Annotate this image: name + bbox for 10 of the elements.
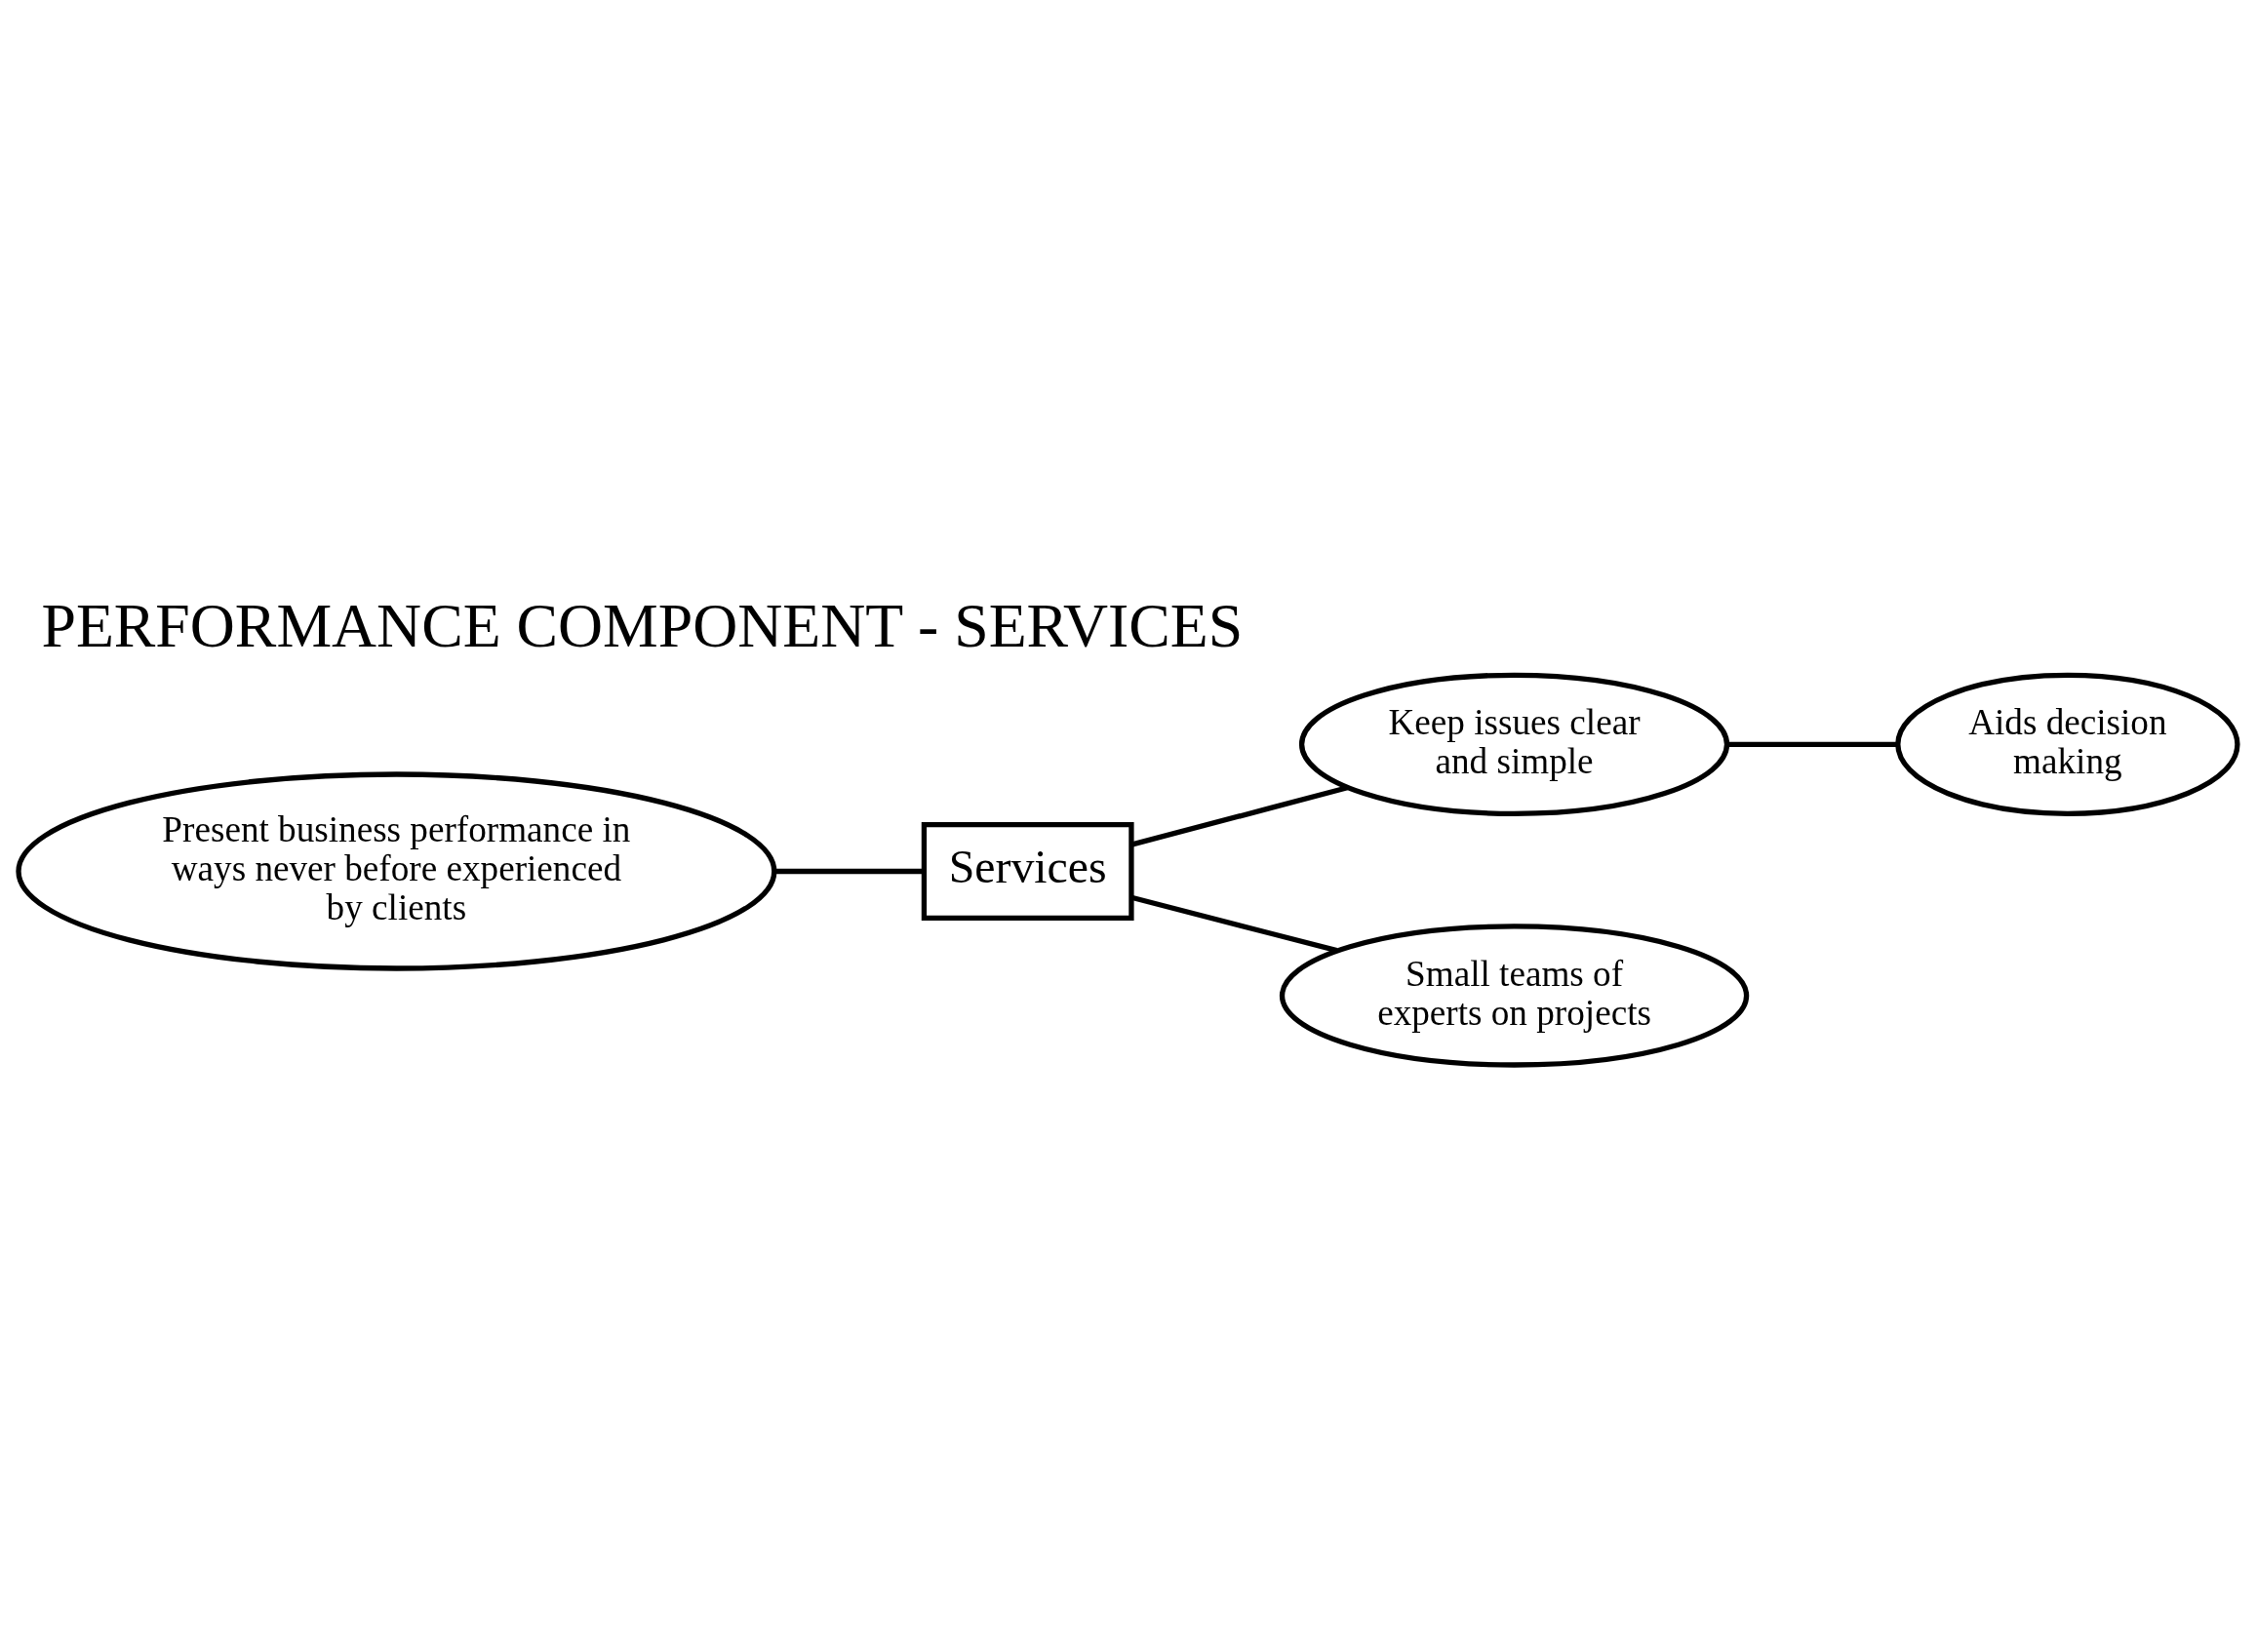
node-ellipse: Keep issues clear and simple xyxy=(1298,672,1730,816)
connector xyxy=(1726,741,1897,747)
connector xyxy=(1131,894,1338,954)
connector xyxy=(1131,785,1348,847)
connector xyxy=(773,868,924,875)
node-box: Services xyxy=(921,822,1134,921)
node-ellipse: Present business performance in ways never before experienced by clients xyxy=(16,771,777,971)
node-ellipse: Small teams of experts on projects xyxy=(1279,924,1750,1068)
node-ellipse: Aids decision making xyxy=(1895,672,2240,816)
diagram-title: PERFORMANCE COMPONENT - SERVICES xyxy=(41,591,1244,661)
